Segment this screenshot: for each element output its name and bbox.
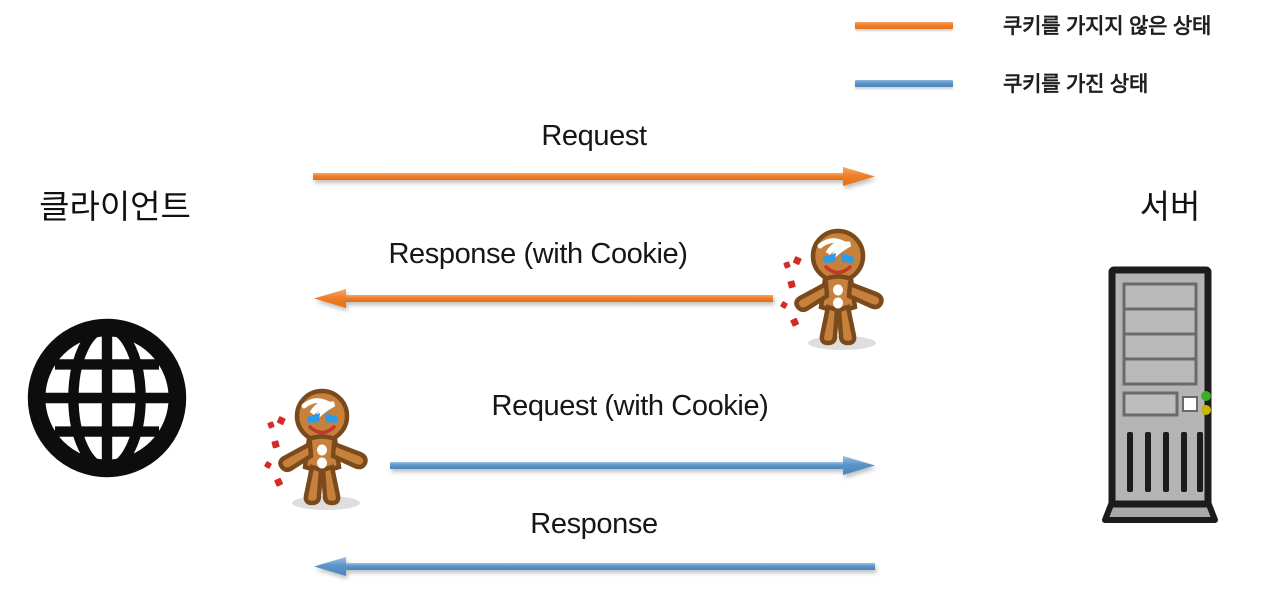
client-endpoint-label-wrap: 클라이언트	[0, 180, 230, 228]
legend-line-orange	[855, 21, 953, 29]
flow-label-request-with-cookie: Request (with Cookie)	[491, 390, 769, 422]
legend-label-no-cookie: 쿠키를 가지지 않은 상태	[1003, 15, 1212, 38]
arrow-response-with-cookie-left	[313, 285, 773, 319]
flow-label-response-with-cookie: Response (with Cookie)	[388, 238, 688, 270]
flow-label-response-cookie-wrap: Response (with Cookie)	[313, 238, 763, 271]
legend-line-blue	[855, 79, 953, 87]
server-endpoint-label-wrap: 서버	[1060, 180, 1280, 228]
flow-label-request: Request	[541, 120, 647, 152]
server-tower-icon	[1085, 262, 1235, 537]
arrow-request-with-cookie-right	[390, 452, 875, 486]
legend-label-with-cookie: 쿠키를 가진 상태	[1003, 73, 1149, 96]
flow-label-response-wrap: Response	[313, 508, 875, 541]
arrow-request-right	[313, 163, 875, 197]
gingerbread-cookie-icon	[770, 224, 898, 357]
flow-label-request-cookie-wrap: Request (with Cookie)	[390, 390, 870, 423]
legend-item-no-cookie: 쿠키를 가지지 않은 상태	[855, 10, 1211, 40]
arrow-response-left	[313, 553, 875, 587]
client-label: 클라이언트	[39, 188, 191, 225]
server-label: 서버	[1139, 188, 1201, 225]
globe-icon	[27, 318, 187, 483]
flow-label-response: Response	[530, 508, 658, 540]
legend-item-with-cookie: 쿠키를 가진 상태	[855, 68, 1148, 98]
flow-label-request-wrap: Request	[313, 120, 875, 153]
gingerbread-cookie-icon	[254, 384, 382, 517]
